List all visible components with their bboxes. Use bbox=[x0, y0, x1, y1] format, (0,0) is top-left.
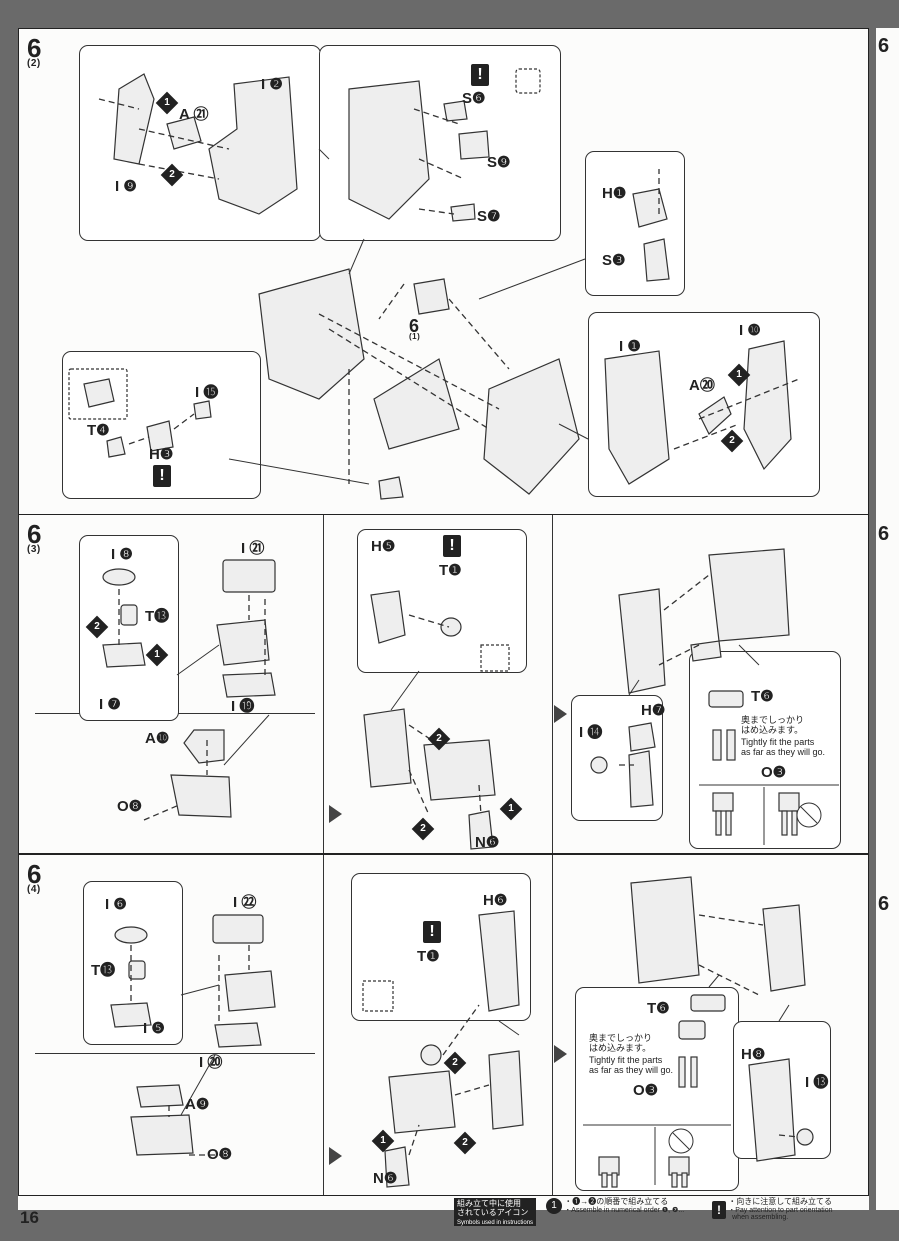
legend-orient: ! ・向きに注意して組み立てる ・Pay attention to part o… bbox=[712, 1197, 833, 1222]
part-label-i7: I ❼ bbox=[99, 696, 121, 713]
fit-note-en: Tightly fit the parts as far as they wil… bbox=[589, 1055, 674, 1076]
step-main: 6 bbox=[27, 33, 42, 63]
divider bbox=[552, 515, 553, 853]
part-label-t1: T❶ bbox=[439, 562, 462, 579]
part-label-h7: H❼ bbox=[641, 702, 666, 719]
part-label-a20: A⑳ bbox=[689, 377, 715, 394]
order-marker-1: 1 bbox=[499, 797, 523, 821]
order-marker-2: 2 bbox=[85, 615, 109, 639]
flow-arrow bbox=[554, 1045, 567, 1063]
part-label-i20: I ⑳ bbox=[199, 1054, 223, 1071]
legend-order: 1 ・❶→❷の順番で組み立てる ・Assemble in numerical o… bbox=[546, 1197, 685, 1215]
warning-icon: ! bbox=[423, 921, 441, 943]
part-label-s9: S❾ bbox=[487, 154, 511, 171]
warning-icon: ! bbox=[712, 1201, 726, 1220]
part-label-t4: T❹ bbox=[87, 422, 110, 439]
order-marker-2: 2 bbox=[427, 727, 451, 751]
part-label-i22: I ㉒ bbox=[233, 894, 257, 911]
part-label-o8: O❽ bbox=[207, 1146, 233, 1163]
page-number: 16 bbox=[20, 1208, 39, 1227]
part-label-h5: H❺ bbox=[371, 538, 396, 555]
part-label-i13: I ⓭ bbox=[805, 1074, 829, 1091]
warning-icon: ! bbox=[471, 64, 489, 86]
part-label-t6: T❻ bbox=[647, 1000, 670, 1017]
legend-icons: 組み立て中に使用 されているアイコン Symbols used in instr… bbox=[454, 1198, 537, 1227]
ref-step-6-1: 6 (1) bbox=[409, 316, 421, 341]
step-panel-6-3: 6 (3) bbox=[18, 514, 869, 854]
order-marker-2: 2 bbox=[411, 817, 435, 841]
part-label-a21: A ㉑ bbox=[179, 106, 209, 123]
divider bbox=[35, 1053, 315, 1054]
part-label-i2: I ❷ bbox=[261, 76, 283, 93]
part-drawings-6-2 bbox=[68, 68, 800, 500]
legend-orient-en: ・Pay attention to part orientation when … bbox=[728, 1206, 833, 1222]
part-label-i19: I ⓳ bbox=[231, 698, 255, 715]
next-page-edge: 6 6 6 bbox=[876, 28, 899, 1210]
part-label-t6: T❻ bbox=[751, 688, 774, 705]
part-label-a10: A❿ bbox=[145, 730, 170, 747]
part-label-n6: N❻ bbox=[475, 834, 500, 851]
part-label-i21: I ㉑ bbox=[241, 540, 265, 557]
order-marker-1: 1 bbox=[371, 1129, 395, 1153]
divider bbox=[323, 855, 324, 1195]
part-label-o8: O❽ bbox=[117, 798, 143, 815]
step-number: 6 (3) bbox=[27, 519, 42, 555]
part-label-i6: I ❻ bbox=[105, 896, 127, 913]
order-icon: 1 bbox=[546, 1198, 562, 1215]
order-marker-1: 1 bbox=[727, 363, 751, 387]
step-panel-6-2: 6 (2) bbox=[18, 28, 869, 515]
fit-note-en: Tightly fit the parts as far as they wil… bbox=[741, 737, 826, 758]
legend-icons-en: Symbols used in instructions bbox=[454, 1219, 537, 1227]
part-label-i8: I ❽ bbox=[111, 546, 133, 563]
part-label-h3: H❸ bbox=[149, 446, 174, 463]
part-label-a9: A❾ bbox=[185, 1096, 210, 1113]
step-number: 6 (4) bbox=[27, 859, 42, 895]
step-panel-6-4: 6 (4) bbox=[18, 854, 869, 1196]
part-label-i10: I ❿ bbox=[739, 322, 761, 339]
part-label-i14: I ⓮ bbox=[579, 724, 603, 741]
step-number: 6 (2) bbox=[27, 35, 41, 69]
part-label-s7: S❼ bbox=[477, 208, 501, 225]
warning-icon: ! bbox=[443, 535, 461, 557]
legend-orient-jp: ・向きに注意して組み立てる bbox=[728, 1197, 832, 1206]
divider bbox=[552, 855, 553, 1195]
legend-order-en: ・Assemble in numerical order ❶, ❷... bbox=[564, 1206, 685, 1214]
part-label-t13: T⓭ bbox=[91, 962, 116, 979]
part-label-n6: N❻ bbox=[373, 1170, 398, 1187]
part-label-t13: T⓭ bbox=[145, 608, 170, 625]
step-sub: (2) bbox=[27, 58, 41, 69]
instruction-page: 6 (2) bbox=[18, 28, 869, 1210]
part-label-i9: I ❾ bbox=[115, 178, 137, 195]
part-label-t1: T❶ bbox=[417, 948, 440, 965]
part-label-s6: S❻ bbox=[462, 90, 486, 107]
part-label-o3: O❸ bbox=[633, 1082, 659, 1099]
part-label-o3: O❸ bbox=[761, 764, 787, 781]
part-label-s3: S❸ bbox=[602, 252, 626, 269]
legend-icons-title: 組み立て中に使用 されているアイコン bbox=[454, 1198, 537, 1220]
order-marker-2: 2 bbox=[443, 1051, 467, 1075]
part-label-i1: I ❶ bbox=[619, 338, 641, 355]
part-label-h8: H❽ bbox=[741, 1046, 766, 1063]
order-marker-2: 2 bbox=[160, 163, 184, 187]
part-drawings-6-4 bbox=[110, 876, 814, 1188]
part-label-i15: I ⓯ bbox=[195, 384, 219, 401]
part-label-h6: H❻ bbox=[483, 892, 508, 909]
part-drawings-6-3 bbox=[102, 548, 839, 850]
fit-note-jp: 奥までしっかり はめ込みます。 bbox=[589, 1033, 653, 1054]
order-marker-1: 1 bbox=[145, 643, 169, 667]
part-label-h1: H❶ bbox=[602, 185, 627, 202]
order-marker-2: 2 bbox=[453, 1131, 477, 1155]
fit-note-jp: 奥までしっかり はめ込みます。 bbox=[741, 715, 805, 736]
flow-arrow bbox=[554, 705, 567, 723]
order-marker-2: 2 bbox=[720, 429, 744, 453]
flow-arrow bbox=[329, 1147, 342, 1165]
legend-order-jp: ・❶→❷の順番で組み立てる bbox=[564, 1197, 669, 1206]
order-marker-1: 1 bbox=[155, 91, 179, 115]
divider bbox=[323, 515, 324, 853]
flow-arrow bbox=[329, 805, 342, 823]
part-label-i5: I ❺ bbox=[143, 1020, 165, 1037]
warning-icon: ! bbox=[153, 465, 171, 487]
